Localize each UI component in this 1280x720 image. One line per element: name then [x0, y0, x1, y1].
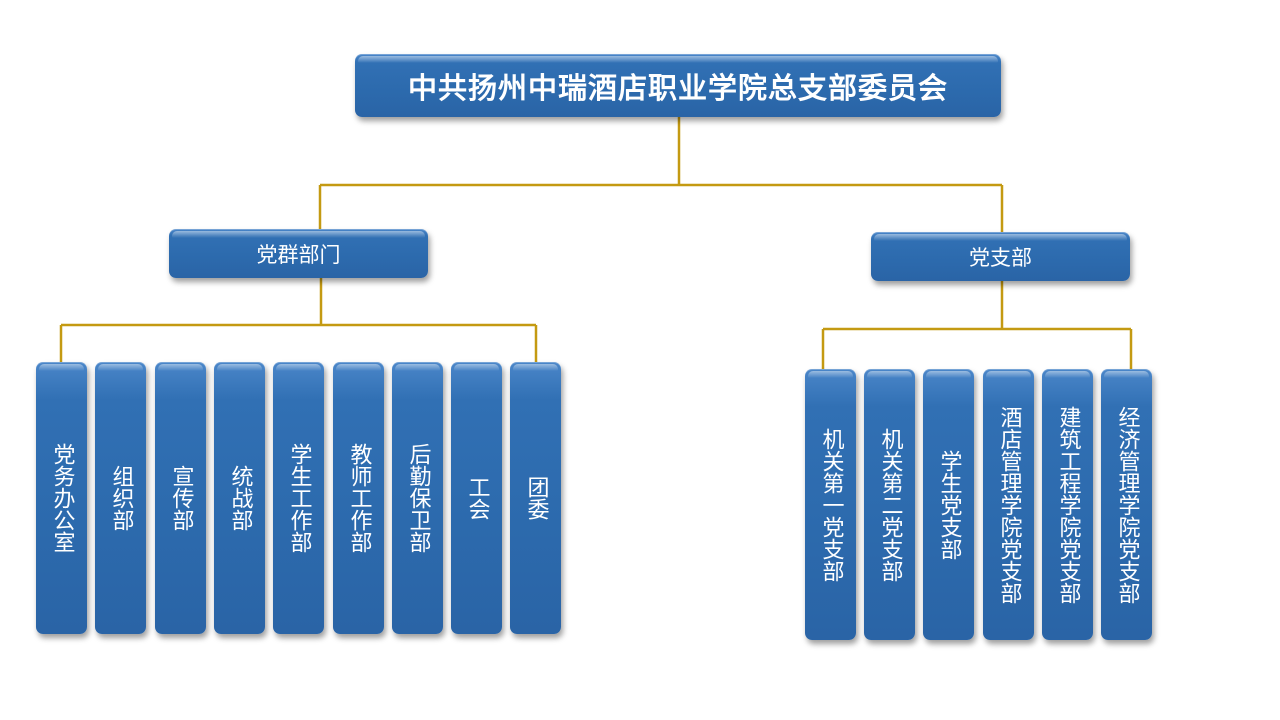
department-node: 工会 — [451, 362, 502, 634]
department-node: 学生工作部 — [273, 362, 324, 634]
branch-label: 经济管理学院党支部 — [1114, 405, 1140, 604]
root-node: 中共扬州中瑞酒店职业学院总支部委员会 — [355, 54, 1001, 117]
department-node: 统战部 — [214, 362, 265, 634]
department-label: 教师工作部 — [346, 443, 372, 553]
branch-label: 建筑工程学院党支部 — [1055, 405, 1081, 604]
branch-node: 学生党支部 — [923, 369, 974, 640]
department-node: 组织部 — [95, 362, 146, 634]
department-label: 宣传部 — [168, 465, 194, 531]
branch-node: 机关第一党支部 — [805, 369, 856, 640]
branch-node: 经济管理学院党支部 — [1101, 369, 1152, 640]
root-label: 中共扬州中瑞酒店职业学院总支部委员会 — [407, 70, 948, 105]
department-label: 团委 — [523, 476, 549, 520]
departments-node: 党群部门 — [169, 229, 428, 278]
department-label: 党务办公室 — [49, 443, 75, 553]
department-node: 后勤保卫部 — [392, 362, 443, 634]
branch-label: 机关第二党支部 — [877, 427, 903, 582]
department-label: 后勤保卫部 — [405, 443, 431, 553]
department-node: 团委 — [510, 362, 561, 634]
branch-node: 酒店管理学院党支部 — [983, 369, 1034, 640]
branches-node: 党支部 — [871, 232, 1130, 281]
department-label: 组织部 — [108, 465, 134, 531]
branch-label: 机关第一党支部 — [818, 427, 844, 582]
branch-node: 建筑工程学院党支部 — [1042, 369, 1093, 640]
branch-label: 酒店管理学院党支部 — [996, 405, 1022, 604]
branches-label: 党支部 — [969, 245, 1032, 270]
branch-node: 机关第二党支部 — [864, 369, 915, 640]
department-label: 工会 — [464, 476, 490, 520]
department-label: 统战部 — [227, 465, 253, 531]
department-node: 教师工作部 — [333, 362, 384, 634]
department-node: 党务办公室 — [36, 362, 87, 634]
branch-label: 学生党支部 — [936, 449, 962, 560]
department-node: 宣传部 — [155, 362, 206, 634]
departments-label: 党群部门 — [256, 242, 341, 267]
department-label: 学生工作部 — [286, 443, 312, 553]
